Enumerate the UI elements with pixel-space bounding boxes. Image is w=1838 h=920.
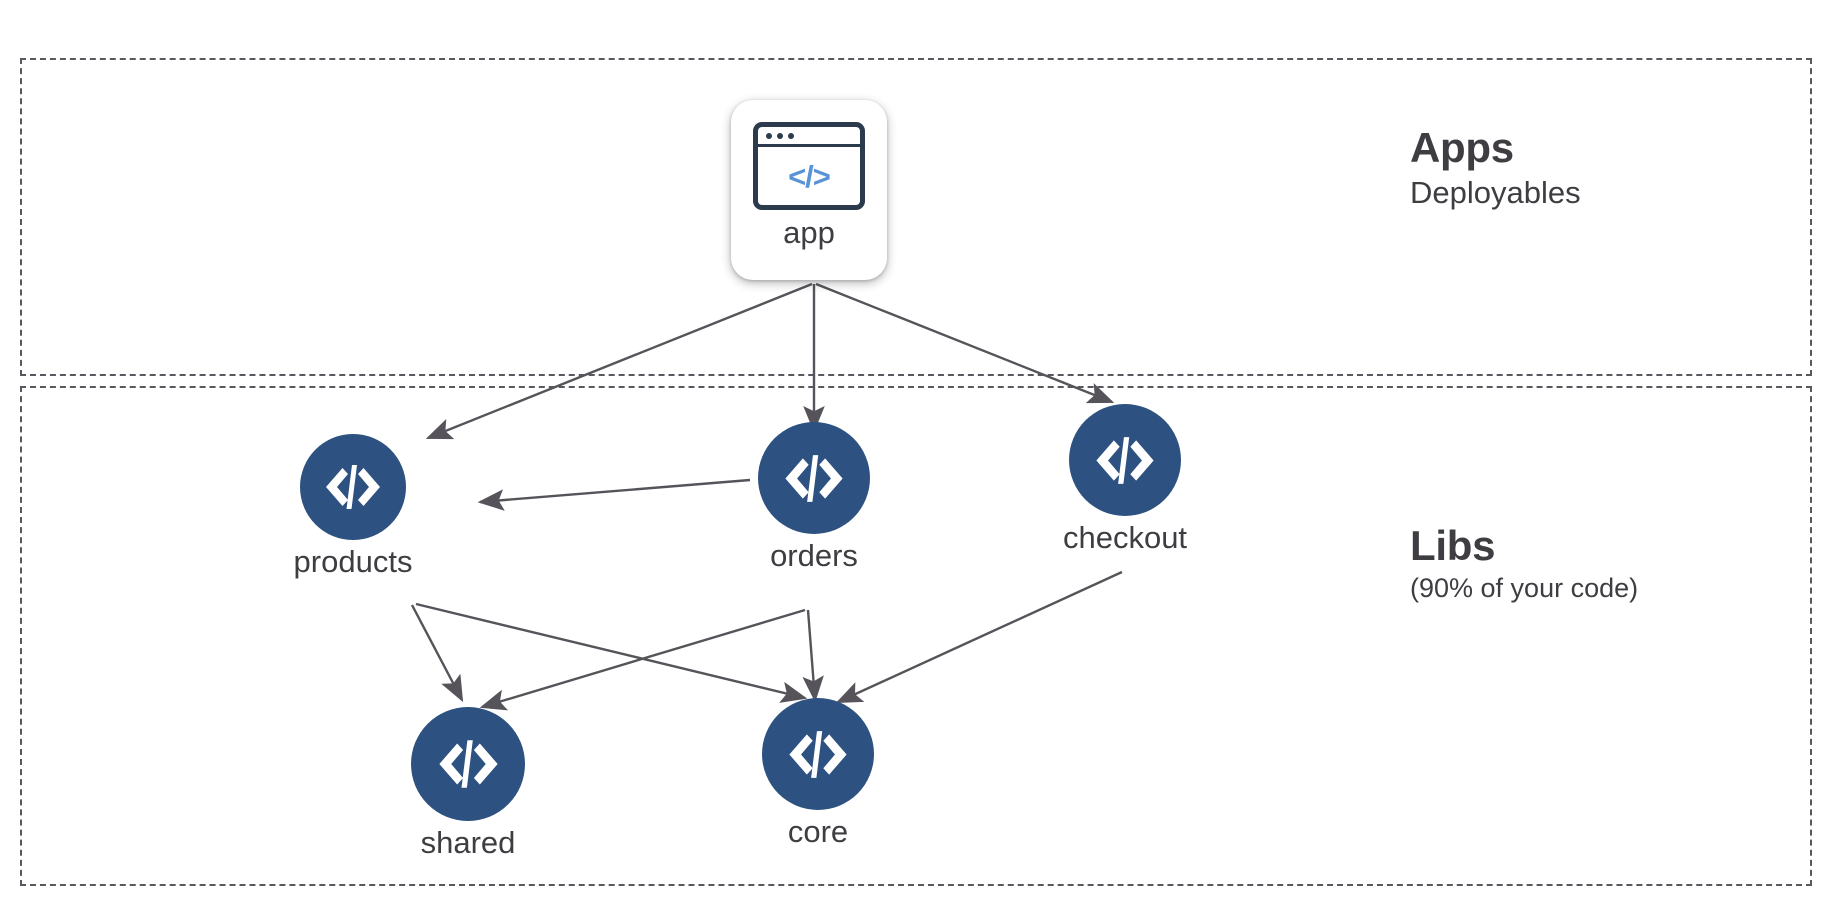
node-app-label: app (783, 215, 835, 250)
node-checkout-label: checkout (1062, 520, 1188, 555)
code-brackets-icon (300, 434, 406, 540)
legend-libs: Libs (90% of your code) (1410, 522, 1639, 606)
zone-libs (20, 386, 1812, 886)
node-checkout[interactable]: checkout (1063, 404, 1187, 555)
code-brackets-icon (1069, 404, 1181, 516)
code-glyph: </> (788, 158, 831, 194)
node-shared-label: shared (420, 825, 516, 860)
code-brackets-icon (758, 422, 870, 534)
node-products[interactable]: products (291, 434, 415, 579)
browser-dot-1 (766, 132, 772, 139)
node-orders-label: orders (770, 538, 858, 573)
legend-libs-title: Libs (1410, 522, 1496, 569)
node-core[interactable]: core (762, 698, 874, 849)
node-products-label: products (293, 544, 413, 579)
node-core-label: core (787, 814, 849, 849)
legend-apps: Apps Deployables (1410, 124, 1581, 213)
code-brackets-icon (762, 698, 874, 810)
legend-libs-subtitle: (90% of your code) (1410, 573, 1639, 604)
node-shared[interactable]: shared (411, 707, 525, 860)
browser-titlebar (758, 127, 860, 147)
browser-dot-3 (788, 132, 794, 139)
code-brackets-icon (411, 707, 525, 821)
legend-apps-title: Apps (1410, 124, 1514, 171)
node-app[interactable]: </> app (731, 100, 887, 280)
browser-content: </> (758, 147, 860, 205)
zone-apps (20, 58, 1812, 376)
node-orders[interactable]: orders (755, 422, 873, 573)
legend-apps-subtitle: Deployables (1410, 175, 1581, 211)
browser-window-code-icon: </> (753, 122, 865, 210)
browser-dot-2 (777, 132, 783, 139)
